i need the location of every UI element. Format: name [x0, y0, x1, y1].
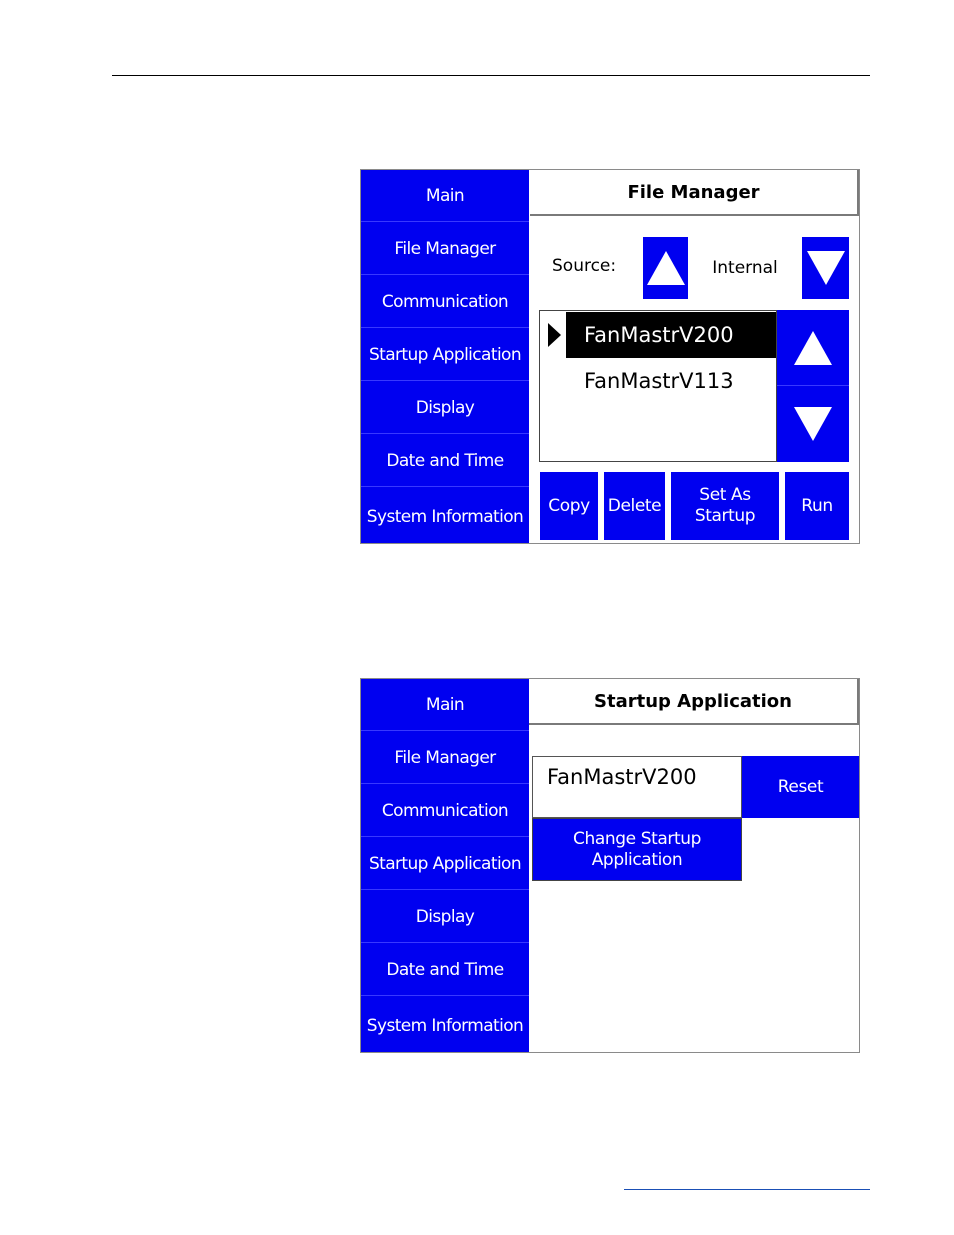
nav-item-main[interactable]: Main — [361, 679, 529, 731]
set-as-startup-label-line1: Set As — [699, 485, 751, 505]
change-startup-label-line1: Change Startup — [573, 828, 701, 849]
nav-item-display[interactable]: Display — [361, 891, 529, 943]
source-down-button[interactable] — [802, 237, 849, 299]
nav-item-communication[interactable]: Communication — [361, 785, 529, 837]
copy-button[interactable]: Copy — [540, 472, 598, 540]
startup-application-screen: Main File Manager Communication Startup … — [360, 678, 860, 1053]
arrow-down-icon — [806, 251, 845, 285]
sidebar-nav: Main File Manager Communication Startup … — [361, 679, 529, 1052]
header-rule — [112, 75, 870, 76]
source-value: Internal — [688, 237, 802, 299]
nav-item-system-information[interactable]: System Information — [366, 506, 524, 527]
change-startup-application-button[interactable]: Change Startup Application — [532, 818, 742, 881]
current-startup-app: FanMastrV200 — [532, 756, 742, 818]
nav-item-startup-application[interactable]: Startup Application — [361, 838, 529, 890]
footer-rule — [624, 1189, 870, 1190]
list-down-button[interactable] — [777, 386, 849, 462]
file-list: FanMastrV200 FanMastrV113 — [539, 310, 777, 462]
arrow-up-icon — [646, 251, 685, 285]
run-button[interactable]: Run — [785, 472, 849, 540]
file-item[interactable]: FanMastrV113 — [584, 369, 734, 393]
nav-item-display[interactable]: Display — [361, 382, 529, 434]
change-startup-label-line2: Application — [591, 849, 683, 870]
nav-item-system-information[interactable]: System Information — [366, 1015, 524, 1036]
nav-item-date-and-time[interactable]: Date and Time — [361, 435, 529, 487]
page-title: Startup Application — [529, 679, 859, 725]
selection-pointer-icon — [548, 323, 561, 347]
list-up-button[interactable] — [777, 310, 849, 386]
nav-item-file-manager[interactable]: File Manager — [361, 223, 529, 275]
sidebar-nav: Main File Manager Communication Startup … — [361, 170, 529, 543]
page-title: File Manager — [530, 170, 859, 216]
nav-item-file-manager[interactable]: File Manager — [361, 732, 529, 784]
reset-button[interactable]: Reset — [742, 756, 859, 818]
nav-item-main[interactable]: Main — [361, 170, 529, 222]
nav-item-date-and-time[interactable]: Date and Time — [361, 944, 529, 996]
nav-item-startup-application[interactable]: Startup Application — [361, 329, 529, 381]
arrow-up-icon — [794, 330, 832, 365]
file-manager-screen: Main File Manager Communication Startup … — [360, 169, 860, 544]
source-up-button[interactable] — [643, 237, 688, 299]
set-as-startup-label-line2: Startup — [694, 506, 756, 526]
file-item-selected[interactable]: FanMastrV200 — [566, 312, 776, 358]
set-as-startup-button[interactable]: Set As Startup — [671, 472, 779, 540]
arrow-down-icon — [794, 407, 832, 441]
nav-item-communication[interactable]: Communication — [361, 276, 529, 328]
delete-button[interactable]: Delete — [604, 472, 665, 540]
source-label: Source: — [552, 256, 617, 276]
